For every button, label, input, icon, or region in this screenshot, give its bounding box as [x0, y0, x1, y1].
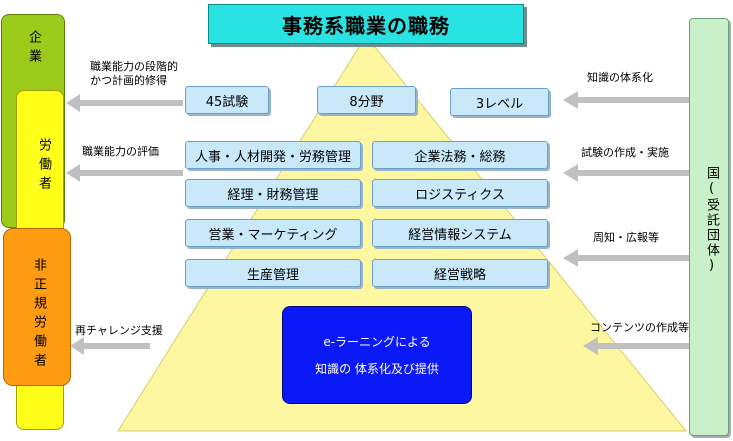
label-stepwise-line1: 職業能力の段階的	[90, 60, 178, 73]
page-title: 事務系職業の職務	[208, 4, 524, 44]
label-publicity: 周知・広報等	[593, 231, 659, 244]
label-evaluation: 職業能力の評価	[82, 145, 159, 158]
company-label: 企業	[26, 30, 41, 68]
right-arrows	[563, 91, 689, 355]
field-production: 生産管理	[185, 259, 361, 287]
elearning-line1: e-ラーニングによる	[323, 335, 431, 349]
left-arrows	[66, 94, 183, 355]
arrow-right-systematize	[563, 91, 689, 109]
field-hr: 人事・人材開発・労務管理	[185, 141, 361, 169]
field-accounting: 経理・財務管理	[185, 179, 361, 207]
worker-label: 労働者	[36, 138, 51, 195]
label-stepwise-line2: かつ計画的修得	[90, 74, 167, 87]
nonregular-worker-label: 非正規労働者	[31, 258, 46, 372]
label-content: コンテンツの作成等	[590, 321, 689, 334]
field-logistics: ロジスティクス	[372, 179, 548, 207]
arrow-right-exam	[563, 164, 689, 182]
box-3-levels: 3レベル	[450, 88, 549, 116]
label-rechallenge: 再チャレンジ支援	[75, 324, 163, 337]
government-bar	[689, 18, 729, 436]
government-label: 国(受託団体)	[704, 166, 719, 275]
label-systematize: 知識の体系化	[587, 71, 653, 84]
arrow-left-rechallenge	[70, 337, 150, 355]
label-exam: 試験の作成・実施	[581, 146, 669, 159]
elearning-line2: 知識の 体系化及び提供	[315, 362, 439, 376]
box-8-fields: 8分野	[317, 86, 416, 114]
label-stepwise: 職業能力の段階的 かつ計画的修得	[90, 60, 178, 88]
field-legal: 企業法務・総務	[372, 141, 548, 169]
field-strategy: 経営戦略	[372, 259, 548, 287]
arrow-right-content	[583, 337, 689, 355]
nonregular-worker-bar	[3, 228, 71, 386]
box-45-exams: 45試験	[185, 86, 269, 114]
elearning-box: e-ラーニングによる 知識の 体系化及び提供	[282, 306, 472, 404]
field-marketing: 営業・マーケティング	[185, 219, 361, 247]
field-info-systems: 経営情報システム	[372, 219, 548, 247]
arrow-left-stepwise	[66, 94, 183, 112]
arrow-left-evaluation	[66, 164, 183, 182]
arrow-right-publicity	[563, 249, 689, 267]
